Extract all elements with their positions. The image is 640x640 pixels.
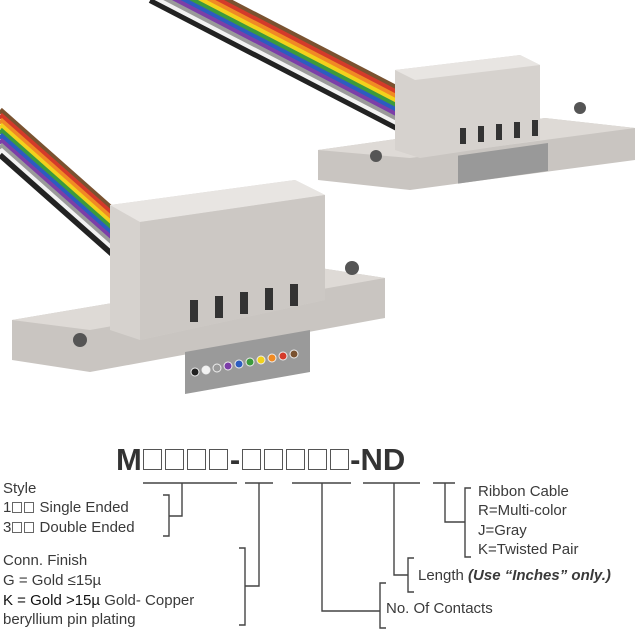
connector-back — [318, 55, 635, 190]
finish-heading: Conn. Finish — [3, 552, 88, 569]
ribbon-wire — [0, 147, 132, 268]
wire-end — [267, 353, 277, 363]
callout-lines — [143, 482, 471, 629]
finish-k-code: K = Gold >15µ — [3, 592, 101, 609]
ribbon-wire — [186, 0, 422, 121]
part-box — [329, 449, 349, 470]
style-heading: Style — [3, 480, 37, 497]
ribbon-wire — [0, 152, 132, 273]
wire-end — [278, 351, 288, 361]
ribbon-wire — [0, 112, 132, 233]
wire-end — [245, 357, 255, 367]
part-prefix: M — [116, 442, 142, 477]
length-text: Length — [418, 567, 469, 584]
style-label: Single Ended — [39, 499, 129, 516]
ribbon-wire — [0, 107, 132, 228]
part-number-template: M - -ND — [116, 442, 405, 478]
ribbon-wire — [195, 0, 422, 116]
length-label: Length (Use “Inches” only.) — [418, 567, 611, 584]
part-box — [263, 449, 283, 470]
style-code: 1 — [3, 499, 12, 516]
part-separator: - — [229, 442, 241, 477]
cable-heading: Ribbon Cable — [478, 483, 569, 500]
style-option-single: 1 Single Ended — [3, 499, 129, 516]
cable-option: R=Multi-color — [478, 502, 567, 519]
ribbon-cable-front — [0, 107, 132, 273]
ribbon-wire — [148, 0, 422, 143]
finish-option-g: G = Gold ≤15µ — [3, 572, 102, 589]
ribbon-wire-ends — [190, 349, 299, 377]
ribbon-cable-back — [148, 0, 422, 143]
ribbon-wire — [0, 122, 132, 243]
wire-end — [256, 355, 266, 365]
wire-end — [212, 363, 222, 373]
part-box — [241, 449, 261, 470]
ribbon-wire — [160, 0, 422, 134]
connector-front — [12, 180, 385, 394]
part-box — [307, 449, 327, 470]
part-suffix: -ND — [350, 442, 406, 477]
ribbon-wire — [0, 142, 132, 263]
cable-option: K=Twisted Pair — [478, 541, 579, 558]
wire-end — [289, 349, 299, 359]
length-note: (Use “Inches” only.) — [468, 567, 611, 584]
finish-option-k: K = Gold >15µ Gold- Copper — [3, 592, 194, 609]
part-box — [285, 449, 305, 470]
wire-end — [223, 361, 233, 371]
ribbon-wire — [178, 0, 422, 125]
ribbon-wire — [212, 0, 422, 107]
wire-end — [234, 359, 244, 369]
part-boxes-group-2 — [240, 442, 350, 478]
ribbon-wire — [204, 0, 422, 112]
ribbon-wire — [0, 132, 132, 253]
ribbon-wire — [169, 0, 422, 130]
ribbon-wire — [152, 0, 422, 139]
finish-option-k-line2: beryllium pin plating — [3, 611, 136, 628]
part-box — [187, 449, 207, 470]
contacts-label: No. Of Contacts — [386, 600, 493, 617]
finish-k-desc: Gold- Copper — [100, 592, 195, 609]
part-box — [165, 449, 185, 470]
part-boxes-group-1 — [142, 442, 230, 478]
ribbon-wire — [0, 127, 132, 248]
part-box — [143, 449, 163, 470]
wire-end — [190, 367, 200, 377]
style-code: 3 — [3, 519, 12, 536]
style-option-double: 3 Double Ended — [3, 519, 135, 536]
ribbon-wire — [0, 137, 132, 258]
ribbon-wire — [0, 117, 132, 238]
style-label: Double Ended — [39, 519, 135, 536]
part-box — [209, 449, 229, 470]
wire-end — [201, 365, 211, 375]
ribbon-wire — [221, 0, 422, 103]
cable-option: J=Gray — [478, 522, 527, 539]
